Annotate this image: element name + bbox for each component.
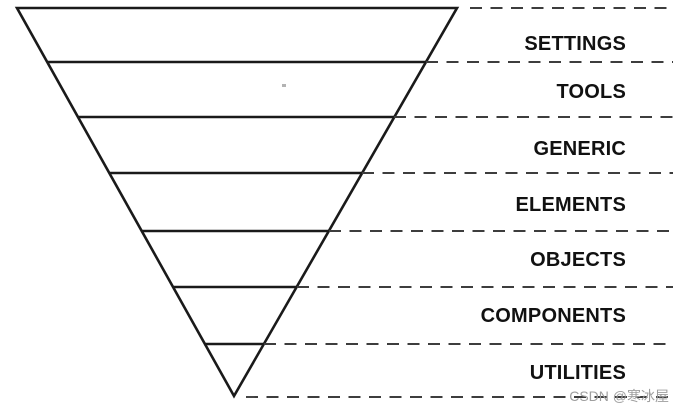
layer-label-generic: GENERIC [533,138,626,160]
layer-label-elements: ELEMENTS [516,194,627,216]
layer-label-tools: TOOLS [556,81,626,103]
layer-label-settings: SETTINGS [524,33,626,55]
artifact-dot [282,84,286,87]
layer-label-utilities: UTILITIES [530,362,626,384]
inverted-triangle-outline [14,6,460,399]
layer-label-objects: OBJECTS [530,249,626,271]
watermark: CSDN @寒冰屋 [569,388,669,404]
layer-label-components: COMPONENTS [481,305,626,327]
